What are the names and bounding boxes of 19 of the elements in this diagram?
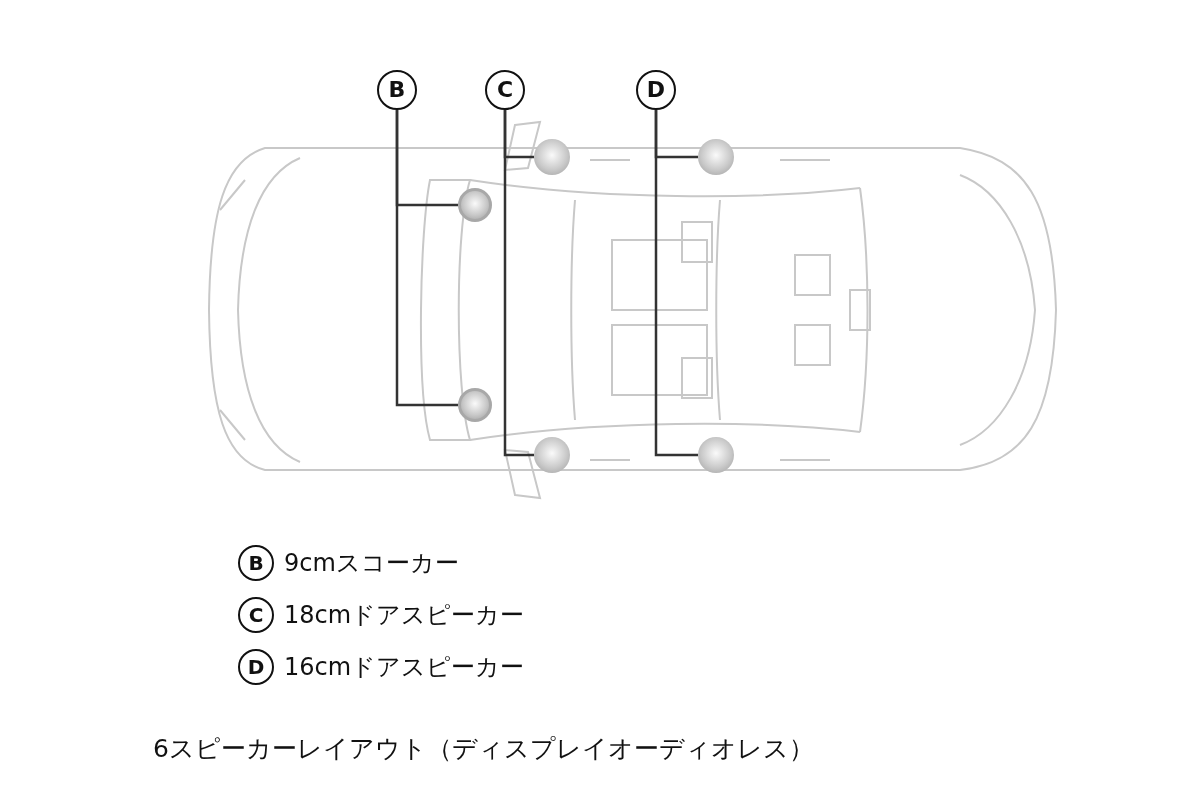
speaker-icon bbox=[534, 139, 570, 175]
legend-text: 16cmドアスピーカー bbox=[284, 655, 525, 679]
callout-letter: D bbox=[636, 70, 676, 110]
caption: 6スピーカーレイアウト（ディスプレイオーディオレス） bbox=[153, 733, 814, 765]
callout-letter: C bbox=[485, 70, 525, 110]
callout-letter: B bbox=[238, 545, 274, 581]
speaker-icon bbox=[698, 139, 734, 175]
leader-line bbox=[395, 110, 458, 407]
speaker-icon bbox=[458, 388, 492, 422]
callout-letter: D bbox=[238, 649, 274, 685]
callout-letter: C bbox=[238, 597, 274, 633]
leader-line bbox=[654, 110, 698, 457]
speaker-icon bbox=[458, 188, 492, 222]
speaker-icon bbox=[534, 437, 570, 473]
leader-line bbox=[503, 110, 534, 457]
legend-text: 9cmスコーカー bbox=[284, 551, 459, 575]
legend-text: 18cmドアスピーカー bbox=[284, 603, 525, 627]
callout-letter: B bbox=[377, 70, 417, 110]
speaker-icon bbox=[698, 437, 734, 473]
